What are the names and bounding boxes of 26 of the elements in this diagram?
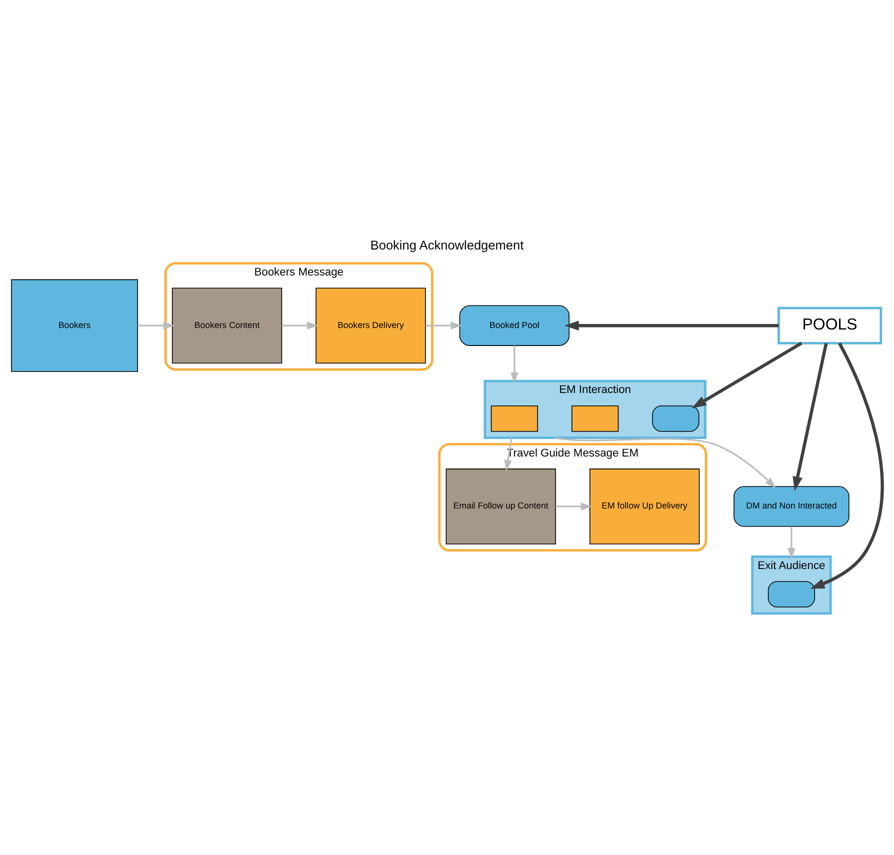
arrow bbox=[504, 437, 512, 471]
node-box: EM follow Up Delivery bbox=[589, 468, 700, 544]
node-box bbox=[572, 404, 619, 432]
cluster: Exit Audience bbox=[751, 555, 832, 614]
arrow bbox=[792, 342, 828, 490]
arrow bbox=[282, 321, 318, 330]
node-box: Bookers Content bbox=[172, 287, 282, 364]
node-box bbox=[652, 404, 700, 432]
node-box bbox=[768, 580, 816, 607]
node-box: Bookers bbox=[11, 278, 138, 372]
diagram-title: Booking Acknowledgement bbox=[370, 237, 524, 252]
node-box: Booked Pool bbox=[459, 304, 570, 346]
arrow bbox=[564, 320, 779, 330]
arrow bbox=[510, 345, 518, 383]
arrow bbox=[788, 526, 796, 559]
node-box bbox=[490, 404, 538, 432]
node-box: Bookers Delivery bbox=[316, 287, 426, 364]
arrow bbox=[425, 321, 462, 330]
arrow bbox=[556, 502, 592, 510]
arrow bbox=[555, 436, 776, 488]
node-box: DM and Non Interacted bbox=[734, 486, 850, 526]
arrow bbox=[138, 321, 175, 330]
arrow bbox=[810, 342, 884, 588]
node-box: Email Follow up Content bbox=[446, 468, 556, 544]
node-box: POOLS bbox=[778, 306, 882, 344]
arrow bbox=[692, 341, 802, 408]
